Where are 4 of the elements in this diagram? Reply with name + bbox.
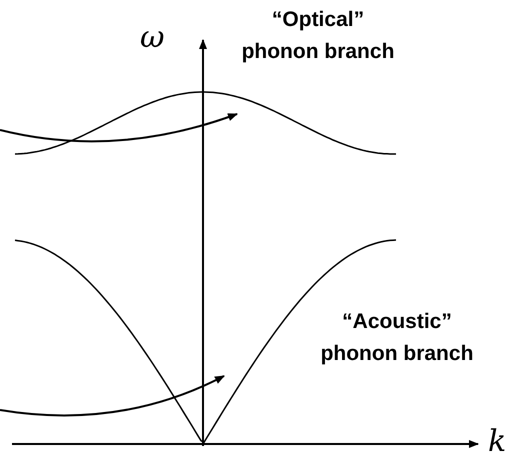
- axis-label: k: [488, 426, 508, 458]
- axis-label: ω: [140, 22, 166, 54]
- branch-label: “Optical” phonon branch: [240, 7, 396, 65]
- branch-label: “Acoustic” phonon branch: [320, 309, 474, 367]
